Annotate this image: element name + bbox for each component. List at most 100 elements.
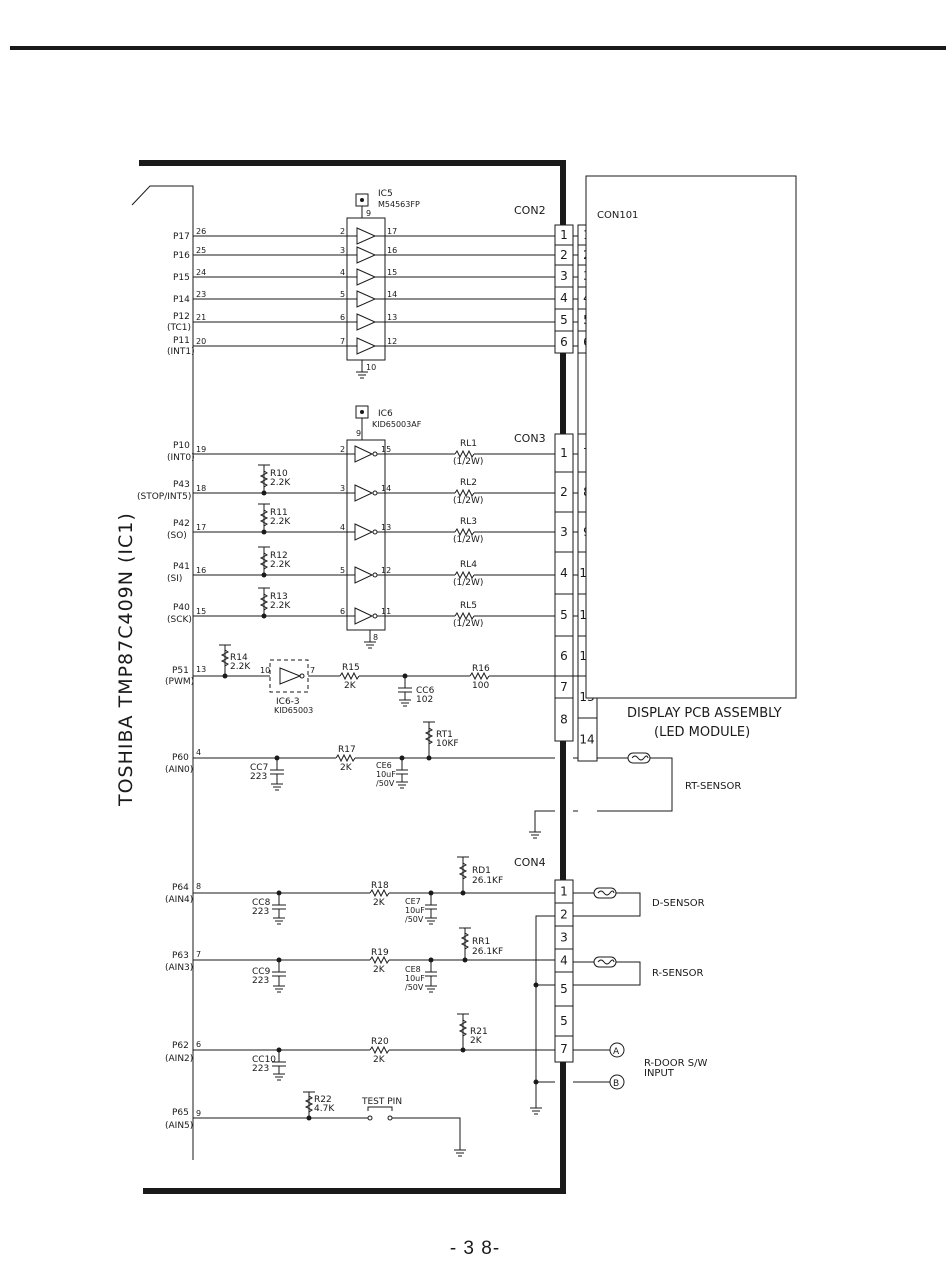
- ic5-in-pin: 3: [340, 246, 345, 255]
- buffer-symbol: [356, 227, 377, 245]
- port-alt: (STOP/INT5): [137, 492, 191, 502]
- port-label: P12: [173, 312, 190, 322]
- pullup-value: 2.2K: [270, 478, 291, 488]
- ic1-pin-number: 16: [196, 566, 206, 575]
- con4-label: CON4: [514, 856, 546, 869]
- pullup-ref: R10: [270, 469, 288, 479]
- buffer-symbol: [356, 268, 377, 286]
- ic1-pin-number: 17: [196, 523, 206, 532]
- display-title: DISPLAY PCB ASSEMBLY: [627, 706, 782, 721]
- ic5-part: M54563FP: [378, 200, 420, 209]
- con4-ground-bus: [530, 915, 555, 1115]
- d-sensor-label: D-SENSOR: [652, 898, 705, 909]
- ic5-out-pin: 16: [387, 246, 397, 255]
- ce6-value: 10uF: [376, 770, 396, 779]
- cc7-ref: CC7: [250, 763, 268, 773]
- ic6-in-pin: 6: [340, 607, 345, 616]
- buffer-symbol: [356, 246, 377, 264]
- inverter-symbol: [354, 484, 374, 502]
- cc7-value: 223: [250, 772, 267, 782]
- ce8-volt: /50V: [405, 983, 424, 992]
- r14-value: 2.2K: [230, 662, 251, 672]
- con3-pin-pin-label: 5: [560, 608, 568, 622]
- cc6-ref: CC6: [416, 686, 435, 696]
- led-resistor-ref: RL4: [460, 560, 477, 570]
- pwm-circuit: P51 (PWM) 13 R14 2.2K 10 7 IC6-3 KID6500…: [165, 644, 555, 715]
- ic1-pin-number: 24: [196, 268, 206, 277]
- led-resistor-ref: RL2: [460, 478, 477, 488]
- inverter-symbol: [354, 566, 374, 584]
- ic5-out-pin: 13: [387, 313, 397, 322]
- con4-pin-pin-label: 2: [560, 908, 568, 922]
- con4: CON4: [514, 856, 546, 869]
- rt1-value: 10KF: [436, 739, 459, 749]
- door-a-label: A: [613, 1047, 620, 1057]
- pullup-value: 2.2K: [270, 517, 291, 527]
- port-label: P17: [173, 232, 190, 242]
- cc9-value: 223: [252, 976, 269, 986]
- ic5-gnd-pin: 10: [366, 363, 376, 372]
- con101-pin-label: 14: [579, 733, 594, 747]
- inverter-symbol: [354, 607, 374, 625]
- ain3-circuit: P63 (AIN3) 7 CC9 223 R19 2K CE8 10uF /50…: [165, 927, 555, 993]
- ain5-circuit: P65 (AIN5) 9 R22 4.7K TEST PIN: [165, 1091, 466, 1157]
- con2: CON2: [514, 204, 546, 217]
- rd1-value: 26.1KF: [472, 876, 503, 886]
- con4-pin-pin-label: 5: [560, 1014, 568, 1028]
- con2-label: CON2: [514, 204, 546, 217]
- p64-alt: (AIN4): [165, 895, 193, 905]
- ic5-in-pin: 7: [340, 337, 345, 346]
- ce6-volt: /50V: [376, 779, 395, 788]
- rd1-ref: RD1: [472, 866, 491, 876]
- p60-alt: (AIN0): [165, 765, 193, 775]
- con3-pin-pin-label: 2: [560, 485, 568, 499]
- ic5-vcc-pin: 9: [366, 209, 371, 218]
- port-alt: (SI): [167, 574, 182, 584]
- led-resistor-ref: RL5: [460, 601, 477, 611]
- r21-ref: R21: [470, 1027, 488, 1037]
- ce8-value: 10uF: [405, 974, 425, 983]
- ic6-gnd-pin: 8: [373, 633, 378, 642]
- ic5: IC5 M54563FP 9 10: [346, 189, 420, 379]
- p65-port: P65: [172, 1108, 189, 1118]
- ic63-in-pin: 10: [260, 666, 270, 675]
- p65-alt: (AIN5): [165, 1121, 193, 1131]
- p62-alt: (AIN2): [165, 1054, 193, 1064]
- ic6-vcc-pin: 9: [356, 429, 361, 438]
- led-resistor-value: (1/2W): [453, 578, 483, 588]
- ic6-out-pin: 15: [381, 445, 391, 454]
- con3: CON3: [514, 432, 546, 445]
- display-subtitle: (LED MODULE): [654, 725, 750, 740]
- p60-port: P60: [172, 753, 189, 763]
- ain0-circuit: P60 (AIN0) 4 CC7 223 R17 2K CE6 10uF /50…: [165, 721, 555, 791]
- r17-value: 2K: [340, 763, 353, 773]
- port-label: P16: [173, 251, 190, 261]
- p62-port: P62: [172, 1041, 189, 1051]
- r15-ref: R15: [342, 663, 360, 673]
- p64-pin: 8: [196, 882, 201, 891]
- ic63-part: KID65003: [274, 706, 313, 715]
- ic6-in-pin: 2: [340, 445, 345, 454]
- con4-pin-pin-label: 4: [560, 954, 568, 968]
- p51-port: P51: [172, 666, 189, 676]
- ic1-pin-number: 23: [196, 290, 206, 299]
- p60-pin: 4: [196, 748, 201, 757]
- ic1-pin-number: 18: [196, 484, 206, 493]
- led-resistor-value: (1/2W): [453, 457, 483, 467]
- led-resistor-value: (1/2W): [453, 619, 483, 629]
- ic6-out-pin: 11: [381, 607, 391, 616]
- r18-ref: R18: [371, 881, 389, 891]
- ic6-in-pin: 5: [340, 566, 345, 575]
- ic5-in-pin: 2: [340, 227, 345, 236]
- con2-pin-pin-label: 3: [560, 269, 568, 283]
- led-resistor-value: (1/2W): [453, 535, 483, 545]
- ic1-pin-number: 20: [196, 337, 206, 346]
